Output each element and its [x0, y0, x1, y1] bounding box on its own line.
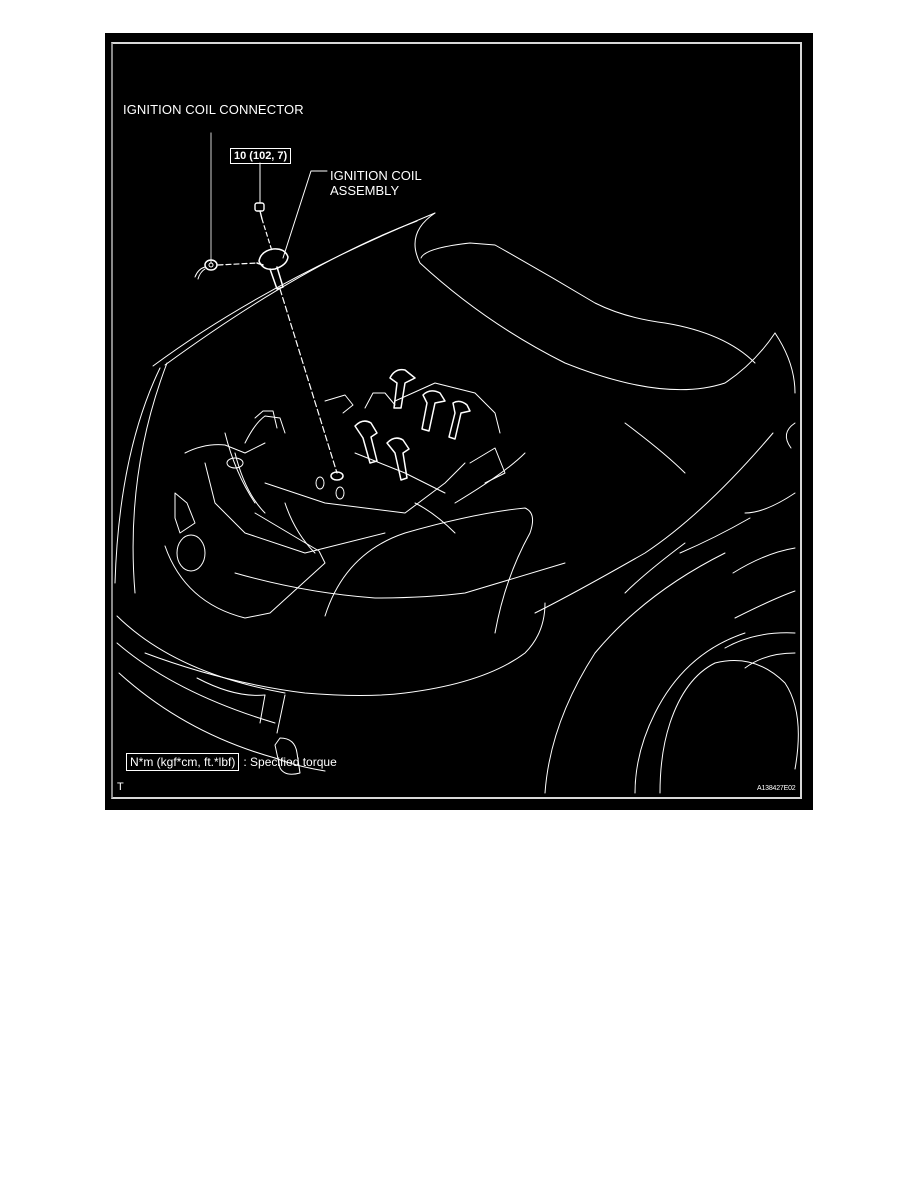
- hood-outline: [152, 212, 796, 449]
- body-outline: [114, 362, 799, 794]
- bumper-outline: [116, 615, 326, 775]
- diagram-frame: [111, 42, 802, 799]
- ignition-coil-assembly-label: IGNITION COIL ASSEMBLY: [330, 168, 422, 198]
- ignition-coil-icon: [256, 248, 344, 481]
- engine-block: [174, 382, 526, 554]
- torque-spec-box: 10 (102, 7): [230, 148, 292, 164]
- assembly-label-line2: ASSEMBLY: [330, 183, 400, 198]
- figure-code: A138427E02: [757, 785, 796, 792]
- corner-mark: T: [117, 781, 124, 793]
- torque-unit-box: N*m (kgf*cm, ft.*lbf): [126, 753, 240, 771]
- ignition-coil-connector-label: IGNITION COIL CONNECTOR: [123, 102, 304, 117]
- headlight-outline: [144, 507, 566, 696]
- ignition-coil-connector-icon: [194, 259, 258, 280]
- bolt-icon: [254, 202, 273, 252]
- engine-bay-line-drawing: [114, 132, 799, 794]
- assembly-label-line1: IGNITION COIL: [330, 168, 422, 183]
- torque-legend: N*m (kgf*cm, ft.*lbf) : Specified torque: [126, 753, 337, 771]
- diagram-panel: IGNITION COIL CONNECTOR 10 (102, 7) IGNI…: [105, 33, 813, 810]
- engine-ignition-coils: [354, 368, 471, 481]
- leader-lines: [210, 132, 328, 264]
- torque-legend-description: : Specified torque: [243, 755, 337, 769]
